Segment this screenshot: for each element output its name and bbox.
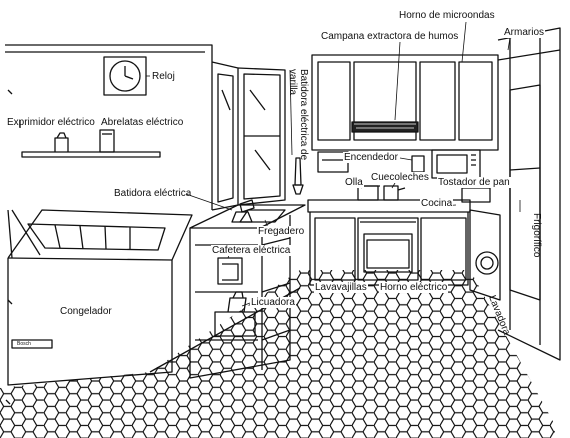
lighter-icon [411,155,425,173]
juicer-icon [54,132,69,152]
label-freezer: Congelador [60,306,112,317]
extractor-hood [351,121,419,133]
label-pot: Olla [344,177,364,188]
label-blender: Licuadora [250,297,296,308]
electric-mixer-icon [231,199,255,223]
label-sink: Fregadero [257,226,306,237]
left-wall [5,44,213,405]
coffee-maker-icon [217,257,243,285]
blender-icon [214,291,256,337]
leader-lines [146,21,521,307]
label-lighter: Encendedor [343,152,399,163]
label-can-opener: Abrelatas eléctrico [101,117,184,128]
label-clock: Reloj [152,71,175,82]
wall-rack [317,151,349,173]
milk-boiler-icon [383,185,406,201]
hand-blender-icon [292,157,304,195]
refrigerator [509,84,541,301]
label-refrigerator: Frigorífico [531,213,542,258]
microwave-oven-icon [431,149,481,179]
upper-cabinets [311,54,499,151]
tall-cabinets [497,27,561,361]
label-electric-oven: Horno eléctrico [379,282,449,293]
label-coffee-maker: Cafetera eléctrica [211,245,292,256]
hexagon-tile-floor [0,270,555,438]
label-cooktop: Cocina [420,198,454,209]
pot-icon [356,185,380,201]
label-extractor-hood: Campana extractora de humos [320,31,460,42]
label-hand-blender: Batidora eléctrica de varilla [287,69,309,161]
label-milk-boiler: Cuecoleches [370,172,430,183]
label-toaster: Tostador de pan [437,177,511,188]
washing-machine [469,209,501,301]
can-opener-icon [99,129,115,153]
kitchen-window [211,61,286,211]
label-cabinets: Armarios [503,27,546,38]
label-dishwasher: Lavavajillas [314,282,368,293]
label-juicer: Exprimidor eléctrico [7,117,95,128]
wall-shelf [21,129,161,158]
freezer-brand-badge: Bosch [17,341,31,347]
label-electric-mixer: Batidora eléctrica [114,188,192,199]
wall-clock-icon [103,56,147,96]
chest-freezer [7,209,193,386]
label-microwave-oven: Horno de microondas [398,10,496,21]
